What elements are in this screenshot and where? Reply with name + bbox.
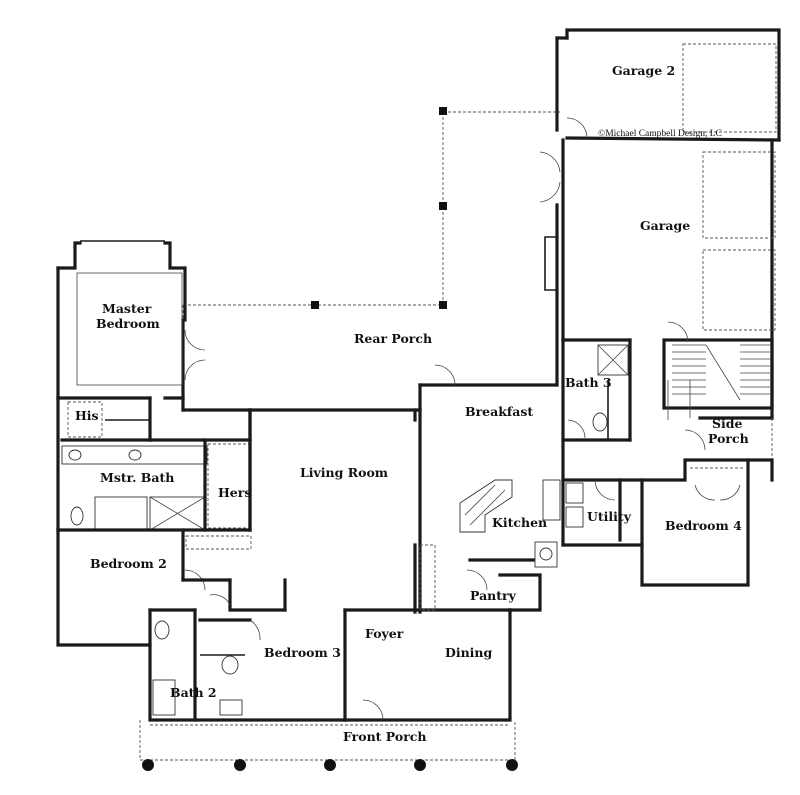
master-bedroom-walls xyxy=(56,240,206,400)
room-label-master-bedroom-1: Master xyxy=(102,301,152,316)
copyright-text: ©Michael Campbell Design, LC xyxy=(598,128,722,139)
bedroom-2-walls xyxy=(56,528,252,647)
room-label-bedroom-2: Bedroom 2 xyxy=(90,556,167,571)
room-label-mstr-bath: Mstr. Bath xyxy=(100,470,174,485)
room-label-master-bedroom-2: Bedroom xyxy=(96,316,160,331)
bath-3-walls xyxy=(561,338,632,547)
master-bath-walls xyxy=(56,396,252,532)
room-label-bedroom-3: Bedroom 3 xyxy=(264,645,341,660)
room-label-rear-porch: Rear Porch xyxy=(354,331,432,346)
stairs xyxy=(662,338,774,410)
room-label-bedroom-4: Bedroom 4 xyxy=(665,518,742,533)
room-label-living-room: Living Room xyxy=(300,465,388,480)
bedroom-3-walls xyxy=(148,578,347,722)
room-label-garage: Garage xyxy=(640,218,690,233)
east-wing-walls xyxy=(561,321,774,587)
room-label-bath-3: Bath 3 xyxy=(565,375,612,390)
room-label-pantry: Pantry xyxy=(470,588,517,603)
room-label-front-porch: Front Porch xyxy=(343,729,426,744)
room-label-his: His xyxy=(75,408,99,423)
rear-porch xyxy=(181,107,560,412)
room-label-foyer: Foyer xyxy=(365,626,404,641)
room-label-side-porch-1: Side xyxy=(712,416,743,431)
room-label-kitchen: Kitchen xyxy=(492,515,547,530)
room-label-utility: Utility xyxy=(587,509,632,524)
room-label-dining: Dining xyxy=(445,645,493,660)
kitchen-walls xyxy=(459,479,561,612)
room-label-bath-2: Bath 2 xyxy=(170,685,217,700)
room-label-breakfast: Breakfast xyxy=(465,404,533,419)
room-label-garage-2: Garage 2 xyxy=(612,63,675,78)
living-core-walls xyxy=(248,364,559,722)
room-label-side-porch-2: Porch xyxy=(708,431,749,446)
room-label-hers: Hers xyxy=(218,485,251,500)
front-porch xyxy=(139,720,518,771)
garage-2-walls xyxy=(555,28,781,142)
